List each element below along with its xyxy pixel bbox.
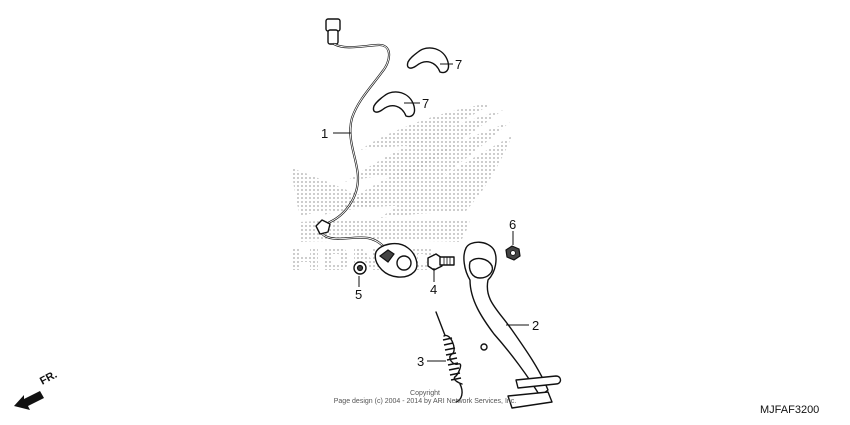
copyright-notice: Copyright Page design (c) 2004 - 2014 by… [300,390,550,406]
part-7-clamp-lower [372,91,416,118]
part-4-pivot-bolt [427,253,455,271]
diagram-code: MJFAF3200 [760,404,820,416]
callout-1: 1 [321,126,328,141]
callout-numbers: 1 2 3 4 5 6 7 7 [321,57,539,369]
copyright-line-1: Copyright [410,390,440,397]
front-arrow-icon [14,391,44,410]
callout-2: 2 [532,318,539,333]
callout-3: 3 [417,354,424,369]
callout-5: 5 [355,287,362,302]
part-7-clamp-upper [406,47,450,74]
part-2-side-stand [463,241,562,409]
callout-6: 6 [509,217,516,232]
stand-kick-tab [515,375,562,389]
copyright-line-2: Page design (c) 2004 - 2014 by ARI Netwo… [333,398,517,405]
switch-spindle [396,255,412,271]
part-3-stand-spring [435,311,463,403]
harness-connector [325,18,341,32]
callout-7-lower: 7 [422,96,429,111]
stand-foot [507,391,553,409]
switch-terminal [379,249,395,263]
part-6-nut [505,245,521,261]
stand-spring-hook [480,343,488,351]
callout-4: 4 [430,282,437,297]
part-5-bolt [353,261,367,275]
leader-lines [333,63,529,362]
harness-connector-boot [327,29,339,45]
harness-grommet [315,219,331,235]
stand-pivot-boss [468,257,494,279]
part-1-sidestand-switch-harness [315,18,418,278]
callout-7-upper: 7 [455,57,462,72]
